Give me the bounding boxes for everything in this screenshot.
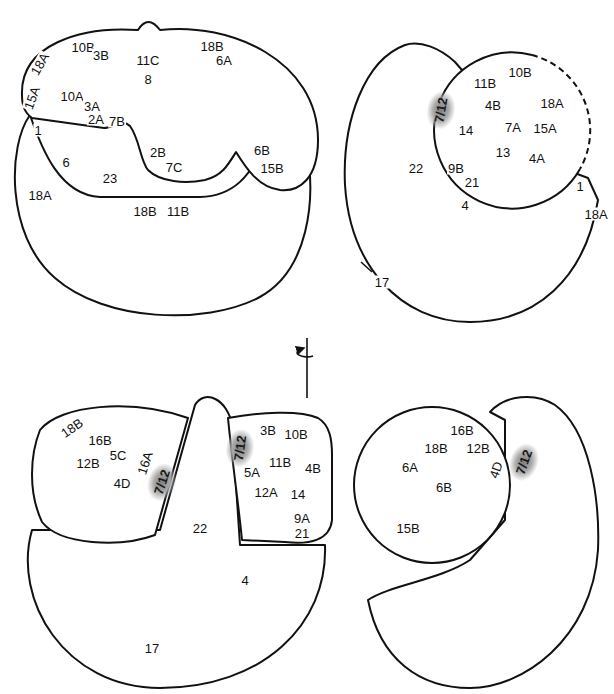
- callout-number: 6A: [215, 54, 233, 67]
- callout-number: 9A: [293, 512, 311, 525]
- callout-number: 4D: [487, 459, 506, 481]
- callout-number: 11B: [473, 77, 497, 90]
- callout-number: 17: [144, 642, 160, 655]
- upper-lobe: [434, 52, 590, 208]
- callout-number: 12B: [465, 442, 490, 455]
- hinge-label: 7/12: [424, 89, 457, 130]
- callout-number: 14: [458, 124, 474, 137]
- callout-number: 4: [460, 199, 469, 212]
- upper-lobe: [354, 407, 510, 563]
- callout-number: 12B: [75, 457, 100, 470]
- callout-number: 21: [464, 176, 480, 189]
- callout-number: 11B: [166, 205, 190, 218]
- callout-number: 6: [61, 156, 70, 169]
- callout-number: 18A: [28, 50, 52, 78]
- callout-number: 18B: [423, 442, 448, 455]
- callout-number: 4B: [484, 99, 502, 112]
- callout-number: 10B: [283, 428, 308, 441]
- callout-number: 18A: [583, 208, 608, 221]
- callout-number: 10B: [507, 66, 532, 79]
- upper-lobe-outline: [434, 52, 580, 208]
- callout-number: 15B: [395, 522, 420, 535]
- callout-number: 4A: [528, 152, 546, 165]
- callout-number: 23: [102, 172, 118, 185]
- lower-lobe: [345, 44, 598, 322]
- callout-number: 8: [143, 73, 152, 86]
- lower-lobe: [15, 115, 310, 315]
- callout-number: 7C: [165, 161, 184, 174]
- callout-number: 6B: [435, 481, 453, 494]
- callout-number: 6A: [401, 461, 419, 474]
- callout-number: 16B: [87, 434, 112, 447]
- upper-lobe: [22, 22, 318, 190]
- callout-number: 4B: [304, 462, 322, 475]
- callout-number: 9B: [447, 162, 465, 175]
- callout-number: 18A: [539, 97, 564, 110]
- callout-number: 13: [495, 146, 511, 159]
- callout-number: 7B: [108, 115, 126, 128]
- callout-number: 5A: [243, 466, 261, 479]
- callout-number: 3A: [83, 100, 101, 113]
- callout-number: 22: [408, 162, 424, 175]
- callout-number: 18B: [58, 415, 86, 440]
- callout-number: 18B: [199, 40, 224, 53]
- left-lobe: [32, 406, 188, 542]
- hinge-label: 7/12: [224, 428, 256, 469]
- callout-number: 1: [575, 180, 584, 193]
- callout-number: 10A: [59, 90, 84, 103]
- callout-number: 4: [240, 574, 249, 587]
- callout-number: 2A: [87, 113, 105, 126]
- callout-number: 14: [290, 488, 306, 501]
- callout-number: 2B: [149, 146, 167, 159]
- hinge-label: 7/12: [505, 440, 543, 484]
- callout-number: 22: [192, 522, 208, 535]
- callout-number: 18B: [132, 205, 157, 218]
- callout-number: 17: [374, 276, 390, 289]
- callout-number: 4D: [113, 477, 132, 490]
- callout-number: 18A: [27, 189, 52, 202]
- callout-number: 11B: [268, 456, 292, 469]
- callout-number: 7A: [504, 121, 522, 134]
- callout-number: 5C: [109, 449, 128, 462]
- callout-number: 15B: [259, 162, 284, 175]
- callout-number: 3B: [92, 49, 110, 62]
- leader-line: [361, 262, 372, 272]
- callout-number: 16B: [449, 424, 474, 437]
- callout-number: 15A: [22, 84, 43, 112]
- callout-number: 1: [33, 124, 42, 137]
- callout-number: 21: [294, 527, 310, 540]
- rotation-symbol: [297, 338, 313, 398]
- callout-number: 3B: [259, 424, 277, 437]
- callout-number: 12A: [253, 486, 278, 499]
- callout-number: 15A: [532, 122, 557, 135]
- callout-number: 6B: [253, 144, 271, 157]
- callout-number: 11C: [136, 54, 161, 67]
